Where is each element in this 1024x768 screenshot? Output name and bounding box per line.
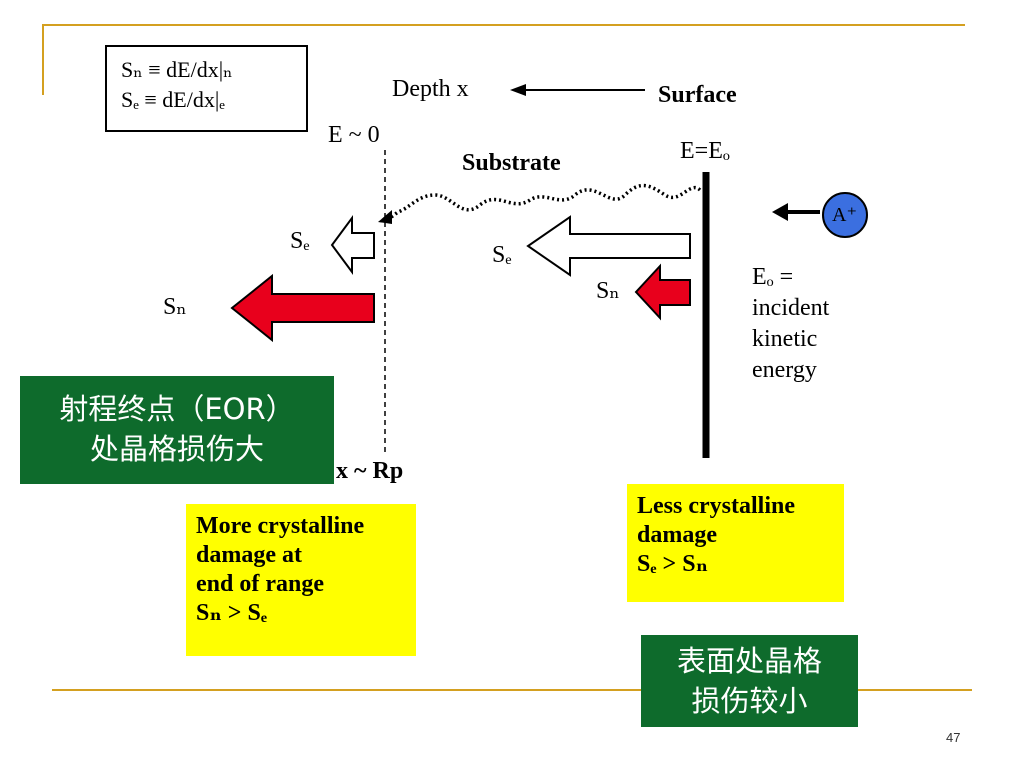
eo-desc-line: kinetic [752, 326, 818, 352]
left-se-arrow [330, 214, 375, 276]
eo-desc-line: incident [752, 295, 830, 321]
eo-desc-line: Eₒ = [752, 264, 794, 290]
less-damage-line: Less crystalline [637, 493, 795, 519]
less-damage-line: Sₑ > Sₙ [637, 551, 709, 577]
eor-callout-line2: 处晶格损伤大 [89, 432, 264, 466]
rp-label: x ~ Rp [336, 458, 404, 484]
eor-damage-callout: 射程终点（EOR） 处晶格损伤大 [20, 376, 334, 484]
right-se-arrow [526, 215, 691, 277]
incoming-ion-arrowhead [772, 203, 788, 221]
surface-damage-callout: 表面处晶格 损伤较小 [641, 635, 858, 727]
surface-callout-line2: 损伤较小 [691, 684, 808, 718]
eo-desc-line: energy [752, 357, 817, 383]
more-damage-line: end of range [196, 571, 324, 597]
page-number: 47 [946, 730, 961, 745]
more-damage-line: More crystalline [196, 513, 365, 539]
e-zero-label: E ~ 0 [328, 122, 380, 148]
right-sn-arrow [634, 263, 691, 321]
surface-callout-line1: 表面处晶格 [676, 644, 822, 678]
more-damage-line: Sₙ > Sₑ [196, 600, 268, 626]
legend-box: Sₙ ≡ dE/dx|ₙ Sₑ ≡ dE/dx|ₑ [105, 45, 308, 132]
surface-label: Surface [658, 82, 737, 108]
depth-label: Depth x [392, 76, 469, 102]
more-damage-box: More crystalline damage at end of range … [186, 504, 416, 656]
left-sn-label: Sₙ [163, 294, 187, 320]
substrate-label: Substrate [462, 150, 561, 176]
left-se-label: Sₑ [290, 228, 310, 254]
right-sn-label: Sₙ [596, 278, 620, 304]
ion-path [388, 183, 702, 220]
depth-arrow-head [510, 84, 526, 96]
left-sn-arrow [230, 273, 375, 343]
legend-sn-definition: Sₙ ≡ dE/dx|ₙ [121, 57, 233, 82]
right-se-label: Sₑ [492, 242, 512, 268]
e-eo-label: E=Eₒ [680, 138, 730, 164]
eo-description: Eₒ = incident kinetic energy [752, 262, 829, 386]
legend-se-definition: Sₑ ≡ dE/dx|ₑ [121, 87, 225, 112]
less-damage-box: Less crystalline damage Sₑ > Sₙ [627, 484, 844, 602]
ion-label: A⁺ [832, 204, 857, 226]
ion-circle [822, 192, 868, 238]
ion-path-arrowhead [378, 210, 392, 224]
eor-callout-line1: 射程终点（EOR） [59, 392, 295, 426]
less-damage-line: damage [637, 522, 717, 548]
more-damage-line: damage at [196, 542, 302, 568]
